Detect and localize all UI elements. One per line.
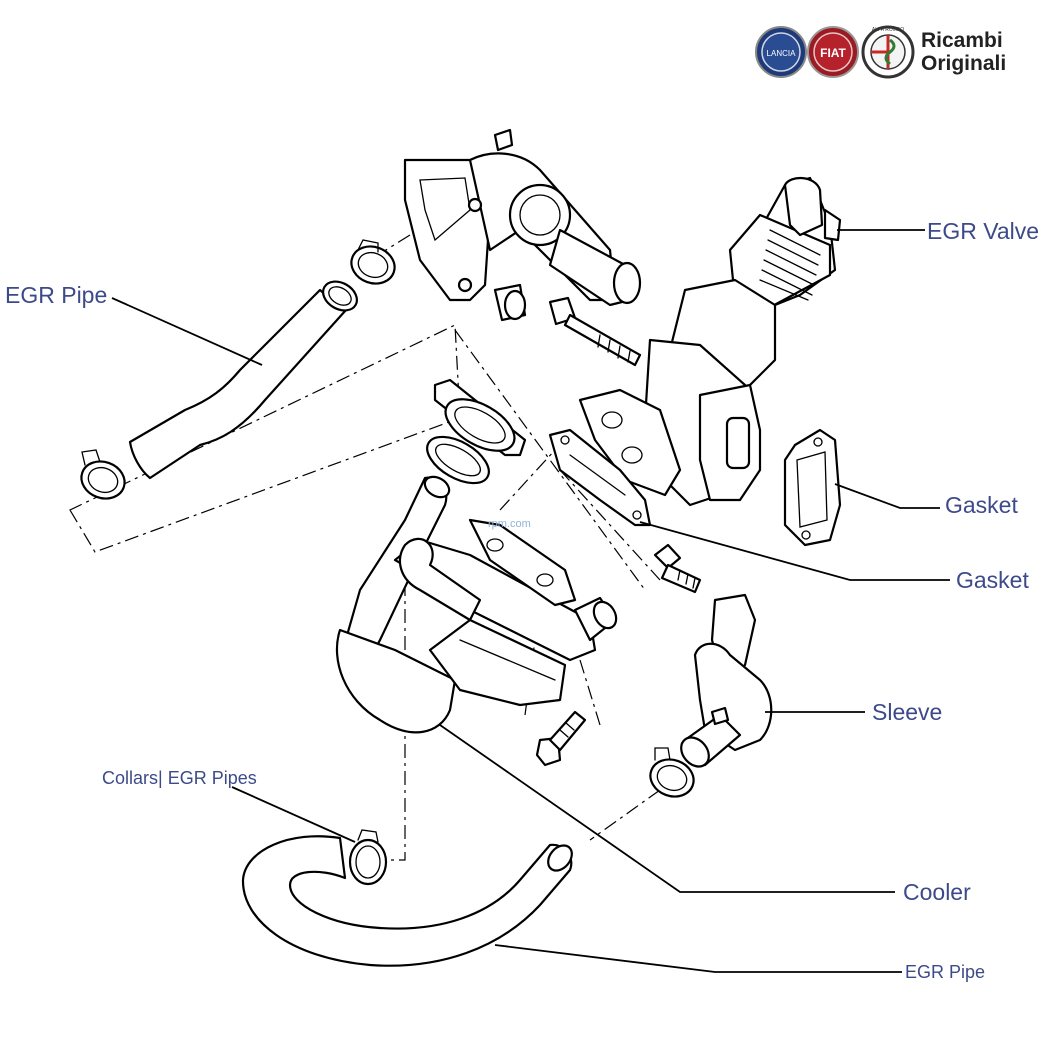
leader-cooler (439, 724, 895, 893)
part-labels: EGR Valve EGR Pipe Gasket Gasket Sleeve … (5, 218, 1039, 982)
gasket-right (783, 428, 842, 547)
thermostat-housing (403, 128, 642, 322)
lancia-logo: LANCIA (755, 26, 807, 78)
egr-cooler (335, 475, 618, 734)
brand-line-2: Originali (921, 52, 1006, 75)
fiat-logo: FIAT (807, 26, 859, 78)
label-cooler: Cooler (903, 879, 971, 905)
label-collars: Collars| EGR Pipes (102, 768, 257, 788)
long-bolt (548, 296, 642, 367)
small-bolt-lower (535, 710, 587, 767)
lancia-logo-text: LANCIA (767, 49, 797, 58)
alfa-logo-text: ALFA ROMEO (872, 27, 904, 33)
label-sleeve: Sleeve (872, 699, 942, 725)
leader-egr-pipe-bottom (494, 944, 902, 973)
leader-collars (231, 786, 356, 843)
brand-line-1: Ricambi (921, 29, 1003, 52)
egr-pipe-upper (128, 280, 358, 480)
leader-gasket-1 (834, 483, 940, 509)
leader-gasket-2 (639, 521, 950, 581)
small-bolt-upper (653, 543, 702, 594)
clamp-left (80, 449, 126, 500)
watermark: rpm.com (488, 518, 531, 530)
label-egr-pipe-top: EGR Pipe (5, 282, 107, 308)
label-gasket-2: Gasket (956, 567, 1029, 593)
clamp-right-lower (649, 747, 695, 798)
egr-pipe-lower (241, 835, 573, 967)
egr-valve (578, 176, 842, 507)
label-gasket-1: Gasket (945, 492, 1018, 518)
clamp-top (350, 239, 396, 285)
alfa-romeo-logo: ALFA ROMEO (861, 25, 915, 79)
flange-gasket-center (426, 378, 527, 485)
brand-logos: LANCIA FIAT ALFA ROMEO Ricambi Originali (755, 25, 1006, 79)
sleeve (680, 593, 773, 768)
leader-lines (111, 229, 950, 973)
clamp-bottom (348, 829, 388, 886)
fiat-logo-text: FIAT (820, 46, 846, 60)
label-egr-pipe-bottom: EGR Pipe (905, 962, 985, 982)
leader-egr-pipe-top (111, 297, 263, 366)
label-egr-valve: EGR Valve (927, 218, 1039, 244)
